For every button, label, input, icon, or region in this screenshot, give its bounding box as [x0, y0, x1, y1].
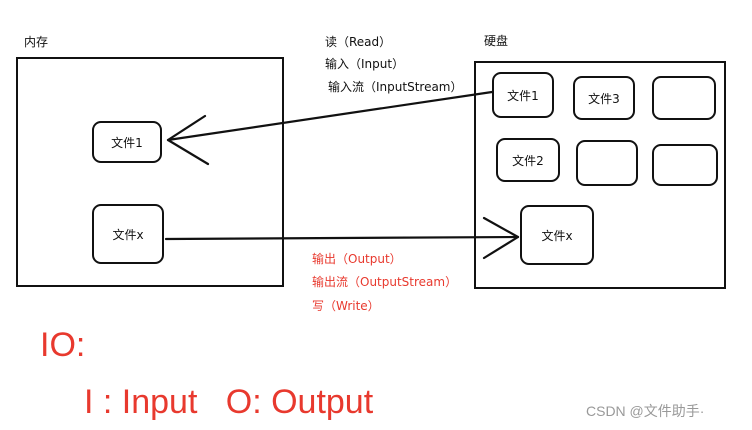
memory-file-x-label: 文件x: [112, 227, 144, 242]
memory-file-1: 文件1: [92, 121, 162, 163]
read-arrow-line: [166, 90, 494, 142]
write-arrow-line: [164, 235, 520, 241]
memory-file-1-label: 文件1: [111, 135, 143, 150]
disk-empty-slot-1: [652, 76, 716, 120]
disk-file-x-label: 文件x: [541, 228, 573, 243]
memory-file-x: 文件x: [92, 204, 164, 264]
input-label: 输入（Input）: [325, 57, 405, 71]
disk-file-1-label: 文件1: [507, 88, 539, 103]
csdn-watermark: CSDN @文件助手·: [586, 403, 705, 419]
disk-empty-slot-2: [576, 140, 638, 186]
write-arrow-head: [482, 216, 520, 260]
disk-file-x: 文件x: [520, 205, 594, 265]
outputstream-label: 输出流（OutputStream）: [312, 275, 458, 289]
disk-label: 硬盘: [484, 34, 509, 48]
inputstream-label: 输入流（InputStream）: [328, 80, 463, 94]
disk-panel: [474, 61, 726, 289]
disk-empty-slot-3: [652, 144, 718, 186]
output-label: 输出（Output）: [312, 252, 402, 266]
memory-panel: [16, 57, 284, 287]
write-label: 写（Write）: [312, 299, 380, 313]
disk-file-2-label: 文件2: [512, 153, 544, 168]
io-title: IO:: [40, 326, 86, 364]
read-label: 读（Read）: [325, 35, 392, 49]
disk-file-2: 文件2: [496, 138, 560, 182]
disk-file-3: 文件3: [573, 76, 635, 120]
disk-file-3-label: 文件3: [588, 91, 620, 106]
memory-label: 内存: [24, 35, 49, 49]
read-arrow-head: [166, 114, 210, 166]
io-explanation: I : Input O: Output: [84, 383, 374, 421]
disk-file-1: 文件1: [492, 72, 554, 118]
